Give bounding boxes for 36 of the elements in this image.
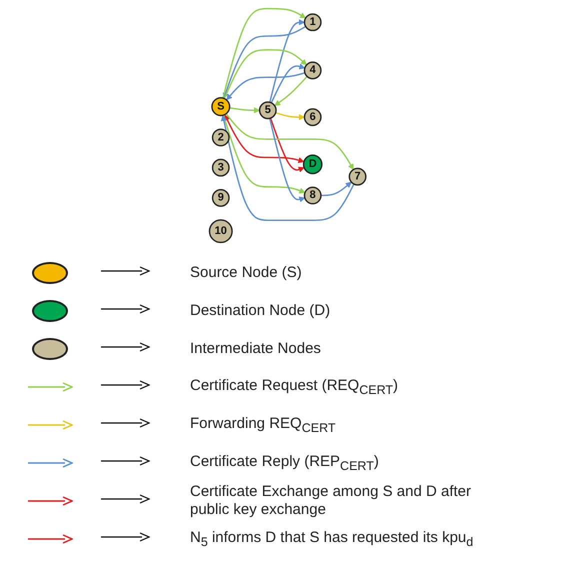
arrow — [226, 112, 354, 170]
node-circle: S — [212, 96, 231, 116]
legend-label: Source Node (S) — [190, 264, 302, 282]
arrow — [223, 114, 306, 193]
arrow — [223, 25, 306, 98]
node-circle: 2 — [212, 128, 230, 146]
node-circle: 10 — [209, 218, 234, 243]
legend-label: Forwarding REQ$_{CERT}$ — [190, 414, 336, 436]
node-circle: 3 — [212, 158, 230, 176]
legend-label: Certificate Reply (REP$_{CERT}$) — [190, 452, 379, 474]
node-circle: 5 — [259, 100, 278, 119]
arrow — [269, 18, 306, 102]
arrow — [271, 63, 306, 103]
arrow — [269, 118, 306, 202]
legend-label: Destination Node (D) — [190, 302, 330, 320]
arrow — [224, 48, 308, 98]
arrow — [221, 114, 355, 220]
arrow — [226, 72, 306, 100]
legend-label: Certificate Exchange among S and D after public key exchange — [190, 483, 472, 519]
node-circle: 7 — [349, 167, 367, 186]
arrow — [276, 112, 306, 120]
node-circle: 9 — [212, 188, 230, 206]
legend-label: Certificate Request (REQ$_{CERT}$) — [190, 376, 398, 398]
legend-label: Intermediate Nodes — [190, 340, 321, 358]
arrow — [230, 106, 260, 113]
node-circle: 8 — [304, 186, 322, 204]
node-circle: 4 — [304, 61, 322, 79]
arrow — [222, 7, 306, 98]
arrow — [274, 76, 308, 106]
node-circle: D — [303, 154, 323, 174]
node-circle: 6 — [304, 108, 322, 126]
arrow — [270, 117, 305, 172]
arrow — [321, 181, 352, 196]
node-circle: 1 — [304, 12, 322, 31]
arrow — [224, 114, 305, 163]
legend-label: N$_{5}$ informs D that S has requested its kpu$_{d}$ — [190, 528, 474, 550]
